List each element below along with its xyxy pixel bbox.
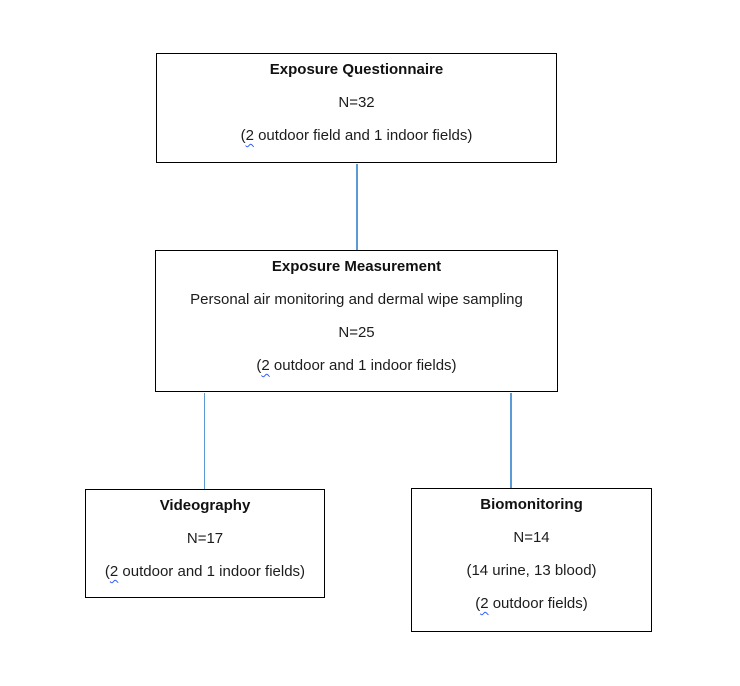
node-title: Biomonitoring	[480, 496, 583, 513]
detail-wavy-text: 2	[261, 357, 270, 374]
node-detail: (2 outdoor and 1 indoor fields)	[156, 356, 557, 376]
detail-pre: (	[104, 563, 110, 580]
detail-pre: (	[256, 357, 262, 374]
detail-wavy-text: 2	[109, 563, 119, 580]
node-videography: Videography N=17 (2 outdoor and 1 indoor…	[85, 489, 325, 598]
node-detail: (2 outdoor and 1 indoor fields)	[86, 562, 324, 582]
connector-measurement-to-biomonitoring	[510, 393, 512, 488]
node-biomonitoring: Biomonitoring N=14 (14 urine, 13 blood) …	[411, 488, 652, 632]
node-samples: (14 urine, 13 blood)	[466, 562, 597, 579]
detail-pre: (	[240, 127, 246, 144]
node-detail: (2 outdoor fields)	[412, 594, 651, 614]
detail-post: outdoor and 1 indoor fields)	[118, 563, 306, 580]
detail-pre: (	[475, 595, 481, 612]
node-title: Exposure Measurement	[271, 258, 442, 275]
node-sample-size: N=25	[338, 324, 375, 341]
node-exposure-questionnaire: Exposure Questionnaire N=32 (2 outdoor f…	[156, 53, 557, 163]
connector-measurement-to-videography	[203, 393, 205, 489]
connector-questionnaire-to-measurement	[356, 164, 358, 250]
node-sample-size: N=32	[338, 94, 375, 111]
detail-post: outdoor and 1 indoor fields)	[269, 357, 457, 374]
node-exposure-measurement: Exposure Measurement Personal air monito…	[155, 250, 558, 392]
detail-wavy-text: 2	[480, 595, 489, 612]
detail-wavy-text: 2	[245, 127, 254, 144]
node-sample-size: N=17	[186, 530, 224, 547]
node-subtitle: Personal air monitoring and dermal wipe …	[190, 291, 523, 308]
node-detail: (2 outdoor field and 1 indoor fields)	[157, 126, 556, 146]
node-title: Exposure Questionnaire	[269, 61, 444, 78]
detail-post: outdoor field and 1 indoor fields)	[253, 127, 473, 144]
node-sample-size: N=14	[513, 529, 550, 546]
node-title: Videography	[159, 497, 251, 514]
detail-post: outdoor fields)	[488, 595, 588, 612]
